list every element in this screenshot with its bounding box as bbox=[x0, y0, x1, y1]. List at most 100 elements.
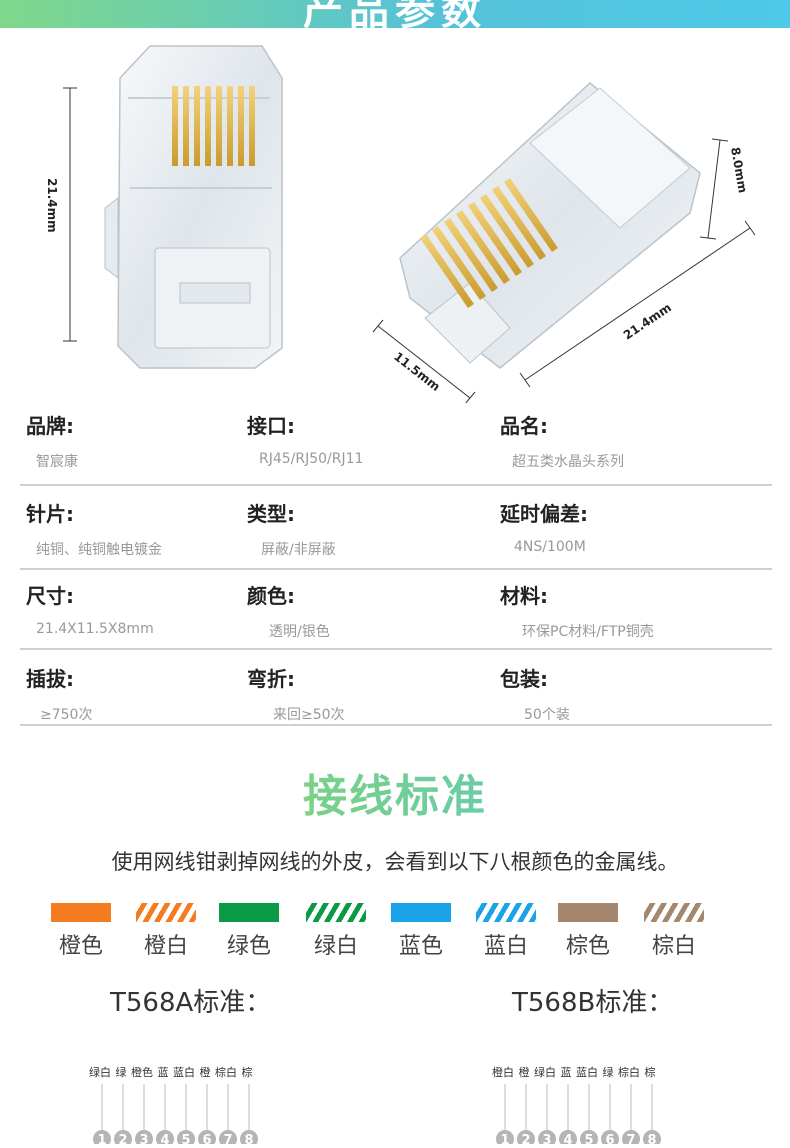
spec-label: 包装: bbox=[500, 667, 548, 691]
banner-title: 产品参数 bbox=[303, 0, 487, 28]
wire-label: 蓝 bbox=[561, 1066, 572, 1079]
pin-number: 1 bbox=[97, 1133, 106, 1144]
swatch-label: 棕色 bbox=[565, 934, 610, 959]
pin-number: 7 bbox=[626, 1133, 635, 1144]
spec-value: 屏蔽/非屏蔽 bbox=[261, 542, 336, 558]
swatch-label: 绿色 bbox=[226, 934, 271, 959]
wire-color-swatch: 蓝白 bbox=[475, 903, 537, 960]
spec-value: 来回≥50次 bbox=[273, 707, 345, 723]
spec-delay-skew: 延时偏差: 4NS/100M bbox=[500, 498, 588, 555]
wire-color-swatch: 绿白 bbox=[305, 903, 367, 960]
spec-product-name: 品名: 超五类水晶头系列 bbox=[500, 410, 624, 471]
pin-number: 6 bbox=[605, 1133, 614, 1144]
spec-value: ≥750次 bbox=[40, 707, 93, 723]
spec-bending: 弯折: 来回≥50次 bbox=[247, 663, 345, 724]
product-dimension-illustration: 21.4mm bbox=[0, 28, 790, 405]
pin-number: 2 bbox=[118, 1133, 127, 1144]
divider bbox=[20, 568, 772, 570]
spec-material: 材料: 环保PC材料/FTP铜壳 bbox=[500, 580, 654, 641]
spec-brand: 品牌: 智宸康 bbox=[26, 410, 78, 471]
pin-number: 1 bbox=[500, 1133, 509, 1144]
length-dimension-label: 21.4mm bbox=[621, 300, 674, 342]
spec-label: 针片: bbox=[26, 502, 74, 526]
length-dimension-line bbox=[519, 220, 756, 388]
t568a-pinout-diagram: 绿白绿橙色蓝蓝白橙棕白棕 1 2 3 4 5 6 7 8 bbox=[86, 1060, 276, 1148]
spec-insertion: 插拔: ≥750次 bbox=[26, 663, 92, 724]
spec-label: 材料: bbox=[500, 584, 548, 608]
swatch-green bbox=[219, 903, 279, 922]
spec-label: 弯折: bbox=[247, 667, 295, 691]
divider bbox=[20, 648, 772, 650]
spec-row-2: 针片: 纯铜、纯铜触电镀金 类型: 屏蔽/非屏蔽 延时偏差: 4NS/100M bbox=[0, 498, 790, 578]
spec-label: 颜色: bbox=[247, 584, 295, 608]
header-banner: 产品参数 bbox=[0, 0, 790, 28]
spec-value: 超五类水晶头系列 bbox=[512, 454, 624, 470]
spec-value: 21.4X11.5X8mm bbox=[36, 621, 154, 637]
wire-color-swatch: 橙色 bbox=[50, 903, 112, 960]
wire-color-swatch: 绿色 bbox=[218, 903, 280, 960]
pin-number: 7 bbox=[223, 1133, 232, 1144]
connector-front-view bbox=[104, 45, 283, 369]
wire-label: 棕 bbox=[645, 1065, 656, 1079]
connector-angled-view bbox=[399, 82, 701, 369]
wire-label: 橙 bbox=[200, 1065, 211, 1079]
swatch-label: 橙白 bbox=[143, 934, 188, 959]
pin-number: 5 bbox=[584, 1133, 593, 1144]
t568a-title: T568A标准： bbox=[110, 988, 272, 1018]
spec-label: 类型: bbox=[247, 502, 295, 526]
spec-row-3: 尺寸: 21.4X11.5X8mm 颜色: 透明/银色 材料: 环保PC材料/F… bbox=[0, 580, 790, 660]
depth-dimension-label: 8.0mm bbox=[728, 146, 750, 194]
wire-color-swatch: 橙白 bbox=[135, 903, 197, 960]
wire-label: 蓝白 bbox=[173, 1065, 195, 1079]
pin-number: 3 bbox=[139, 1133, 148, 1144]
pin-number: 4 bbox=[160, 1133, 169, 1144]
spec-value: 环保PC材料/FTP铜壳 bbox=[522, 624, 654, 640]
swatch-label: 棕白 bbox=[651, 934, 696, 959]
swatch-blue bbox=[391, 903, 451, 922]
divider bbox=[20, 484, 772, 486]
pin-number: 5 bbox=[181, 1133, 190, 1144]
wire-label: 绿 bbox=[116, 1065, 127, 1079]
wire-label: 橙色 bbox=[131, 1065, 153, 1079]
spec-interface: 接口: RJ45/RJ50/RJ11 bbox=[247, 410, 363, 467]
width-dimension-line bbox=[372, 319, 476, 405]
t568b-title: T568B标准： bbox=[512, 988, 674, 1018]
spec-label: 尺寸: bbox=[26, 584, 74, 608]
spec-row-4: 插拔: ≥750次 弯折: 来回≥50次 包装: 50个装 bbox=[0, 663, 790, 743]
spec-color: 颜色: 透明/银色 bbox=[247, 580, 330, 641]
wire-label: 棕白 bbox=[215, 1065, 237, 1079]
swatch-blue-white bbox=[476, 903, 536, 922]
divider bbox=[20, 724, 772, 726]
wire-label: 橙白 bbox=[492, 1065, 514, 1079]
spec-value: 智宸康 bbox=[36, 454, 78, 470]
spec-size: 尺寸: 21.4X11.5X8mm bbox=[26, 580, 154, 637]
t568a-pinout-svg: 绿白绿橙色蓝蓝白橙棕白棕 1 2 3 4 5 6 7 8 bbox=[89, 1065, 258, 1148]
depth-dimension-line bbox=[699, 138, 729, 240]
spec-label: 接口: bbox=[247, 414, 295, 438]
swatch-brown bbox=[558, 903, 618, 922]
wire-label: 橙 bbox=[519, 1065, 530, 1079]
pin-number: 2 bbox=[521, 1133, 530, 1144]
swatch-brown-white bbox=[644, 903, 704, 922]
spec-pins: 针片: 纯铜、纯铜触电镀金 bbox=[26, 498, 162, 559]
wiring-intro-text: 使用网线钳剥掉网线的外皮，会看到以下八根颜色的金属线。 bbox=[111, 850, 679, 874]
spec-value: 4NS/100M bbox=[514, 539, 586, 555]
spec-label: 品名: bbox=[500, 414, 548, 438]
pin-number: 8 bbox=[244, 1133, 253, 1144]
wire-color-swatch: 棕白 bbox=[643, 903, 705, 960]
wire-label: 蓝 bbox=[158, 1066, 169, 1079]
wire-label: 绿白 bbox=[89, 1065, 111, 1079]
swatch-label: 橙色 bbox=[58, 934, 103, 959]
wire-label: 棕 bbox=[242, 1065, 253, 1079]
pin-number: 6 bbox=[202, 1133, 211, 1144]
spec-row-1: 品牌: 智宸康 接口: RJ45/RJ50/RJ11 品名: 超五类水晶头系列 bbox=[0, 410, 790, 490]
swatch-label: 蓝色 bbox=[398, 934, 443, 959]
swatch-orange bbox=[51, 903, 111, 922]
height-dimension-line bbox=[63, 87, 77, 342]
spec-label: 延时偏差: bbox=[500, 502, 588, 526]
wire-label: 蓝白 bbox=[576, 1065, 598, 1079]
wire-label: 绿 bbox=[603, 1065, 614, 1079]
pin-number: 4 bbox=[563, 1133, 572, 1144]
wire-color-swatch: 蓝色 bbox=[390, 903, 452, 960]
